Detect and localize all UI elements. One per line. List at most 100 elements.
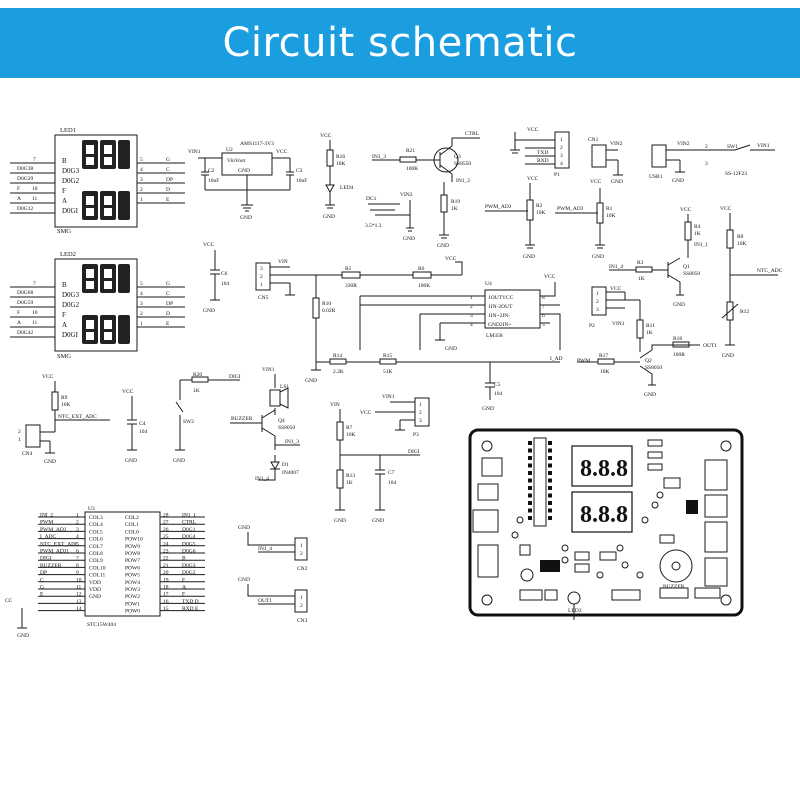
svg-text:LS1: LS1 bbox=[280, 384, 289, 390]
u3-right-net: D0G1 bbox=[182, 527, 196, 533]
svg-text:2: 2 bbox=[18, 429, 21, 435]
svg-text:1: 1 bbox=[470, 295, 473, 301]
svg-text:R1: R1 bbox=[606, 206, 613, 212]
u3-right-pin-name: POW9 bbox=[125, 544, 140, 550]
svg-text:VCC: VCC bbox=[590, 179, 602, 185]
u3-left-net: PWM bbox=[40, 520, 53, 526]
svg-text:U2: U2 bbox=[226, 147, 233, 153]
svg-text:4: 4 bbox=[560, 161, 563, 167]
svg-text:B: B bbox=[62, 157, 67, 165]
svg-text:2: 2 bbox=[419, 410, 422, 416]
svg-text:R19: R19 bbox=[451, 199, 460, 205]
svg-text:1: 1 bbox=[140, 321, 143, 327]
svg-text:2: 2 bbox=[260, 274, 263, 280]
svg-text:IN4007: IN4007 bbox=[282, 470, 299, 476]
svg-text:Q3: Q3 bbox=[454, 154, 461, 160]
svg-text:AMS1117-3V3: AMS1117-3V3 bbox=[240, 141, 274, 147]
svg-text:DP: DP bbox=[166, 301, 173, 307]
svg-text:VinVout: VinVout bbox=[227, 158, 246, 164]
u3-right-pin-name: POW0 bbox=[125, 609, 140, 615]
svg-text:VIN1: VIN1 bbox=[382, 394, 395, 400]
svg-text:4: 4 bbox=[140, 291, 143, 297]
svg-text:10K: 10K bbox=[536, 210, 546, 216]
svg-text:SMG: SMG bbox=[57, 228, 71, 235]
pcb-layout: 8.8.8 8.8.8 BUZZER LED3 bbox=[468, 428, 744, 620]
svg-text:GND: GND bbox=[238, 525, 250, 531]
u3-right-net: D0G6 bbox=[182, 549, 196, 555]
svg-text:R14: R14 bbox=[333, 353, 342, 359]
svg-text:DIGI: DIGI bbox=[408, 449, 420, 455]
svg-text:GND: GND bbox=[203, 308, 215, 314]
svg-text:3: 3 bbox=[470, 313, 473, 319]
svg-text:5: 5 bbox=[140, 157, 143, 163]
svg-text:USB1: USB1 bbox=[649, 174, 663, 180]
svg-text:1IN+2IN-: 1IN+2IN- bbox=[488, 313, 510, 319]
svg-text:VCC: VCC bbox=[680, 207, 692, 213]
svg-text:VIN1: VIN1 bbox=[612, 321, 625, 327]
svg-text:GND: GND bbox=[482, 406, 494, 412]
svg-text:VCC: VCC bbox=[320, 133, 332, 139]
svg-text:IN1_2: IN1_2 bbox=[456, 178, 470, 184]
u3-right-pin-number: 18 bbox=[163, 585, 169, 591]
u4-lm358: U4 1OUTVCC 1IN-2OUT 1IN+2IN- GND2IN+ 1 2… bbox=[359, 274, 561, 352]
svg-text:CC: CC bbox=[5, 598, 13, 604]
svg-text:TXD: TXD bbox=[537, 150, 548, 156]
svg-text:R6: R6 bbox=[418, 266, 425, 272]
svg-text:SMG: SMG bbox=[57, 353, 71, 360]
u3-right-net: F bbox=[182, 577, 185, 583]
svg-text:10: 10 bbox=[32, 186, 38, 192]
u3-left-pin-name: COL7 bbox=[89, 544, 103, 550]
svg-text:GND: GND bbox=[644, 392, 656, 398]
u3-left-net: G bbox=[40, 585, 44, 591]
svg-text:11: 11 bbox=[32, 196, 38, 202]
svg-text:1: 1 bbox=[300, 595, 303, 601]
usb1-sw1: USB1 VIN2 GND 2 3 SW1 VIN1 SS-12F23 bbox=[649, 141, 775, 184]
svg-text:PWM_ADJ: PWM_ADJ bbox=[485, 204, 512, 210]
svg-text:VCC: VCC bbox=[276, 149, 288, 155]
svg-text:C6: C6 bbox=[221, 271, 228, 277]
svg-text:BUZZER: BUZZER bbox=[231, 416, 253, 422]
svg-text:1: 1 bbox=[560, 137, 563, 143]
svg-text:104: 104 bbox=[388, 480, 397, 486]
svg-text:U3: U3 bbox=[88, 506, 95, 512]
u3-left-pin-name: COL6 bbox=[89, 537, 103, 543]
svg-text:11: 11 bbox=[32, 320, 38, 326]
u3-right-pin-name: POW4 bbox=[125, 580, 140, 586]
svg-text:E: E bbox=[166, 197, 170, 203]
svg-text:10K: 10K bbox=[61, 402, 71, 408]
svg-text:104: 104 bbox=[221, 281, 230, 287]
u3-right-pin-number: 17 bbox=[163, 592, 169, 598]
svg-text:330R: 330R bbox=[345, 283, 357, 289]
u3-right-pin-name: POW6 bbox=[125, 565, 140, 571]
svg-text:D0G2: D0G2 bbox=[62, 177, 80, 185]
svg-text:R9: R9 bbox=[61, 395, 68, 401]
u3-left-net: BUZZER bbox=[40, 563, 62, 569]
svg-text:NTC_ADC: NTC_ADC bbox=[757, 268, 783, 274]
svg-text:C2: C2 bbox=[208, 168, 215, 174]
svg-text:D0G59: D0G59 bbox=[17, 300, 33, 306]
c4-cap: VCC C4 104 GND bbox=[122, 389, 148, 464]
svg-text:2: 2 bbox=[300, 551, 303, 557]
buzzer-section: VIN1 LS1 BUZZER Q4 SS8050 IN1_3 D1 IN400… bbox=[230, 367, 300, 482]
svg-text:STC15W404: STC15W404 bbox=[87, 622, 116, 628]
svg-text:3: 3 bbox=[140, 301, 143, 307]
svg-text:GND: GND bbox=[403, 236, 415, 242]
u3-left-pin-name: VDD bbox=[89, 587, 101, 593]
u3-right-pin-number: 24 bbox=[163, 541, 169, 547]
svg-text:D0G12: D0G12 bbox=[17, 206, 33, 212]
svg-text:51K: 51K bbox=[383, 369, 393, 375]
svg-text:3: 3 bbox=[419, 418, 422, 424]
svg-text:1K: 1K bbox=[346, 480, 353, 486]
svg-text:2: 2 bbox=[705, 144, 708, 150]
svg-text:1: 1 bbox=[419, 402, 422, 408]
svg-text:2: 2 bbox=[560, 145, 563, 151]
svg-text:C3: C3 bbox=[296, 168, 303, 174]
u3-right-pin-name: POW5 bbox=[125, 573, 140, 579]
svg-text:GND: GND bbox=[44, 459, 56, 465]
svg-text:A: A bbox=[62, 321, 67, 329]
svg-text:R10: R10 bbox=[322, 301, 331, 307]
svg-text:P2: P2 bbox=[589, 323, 595, 329]
u3-left-pin-name: COL3 bbox=[89, 515, 103, 521]
svg-text:1K: 1K bbox=[193, 388, 200, 394]
